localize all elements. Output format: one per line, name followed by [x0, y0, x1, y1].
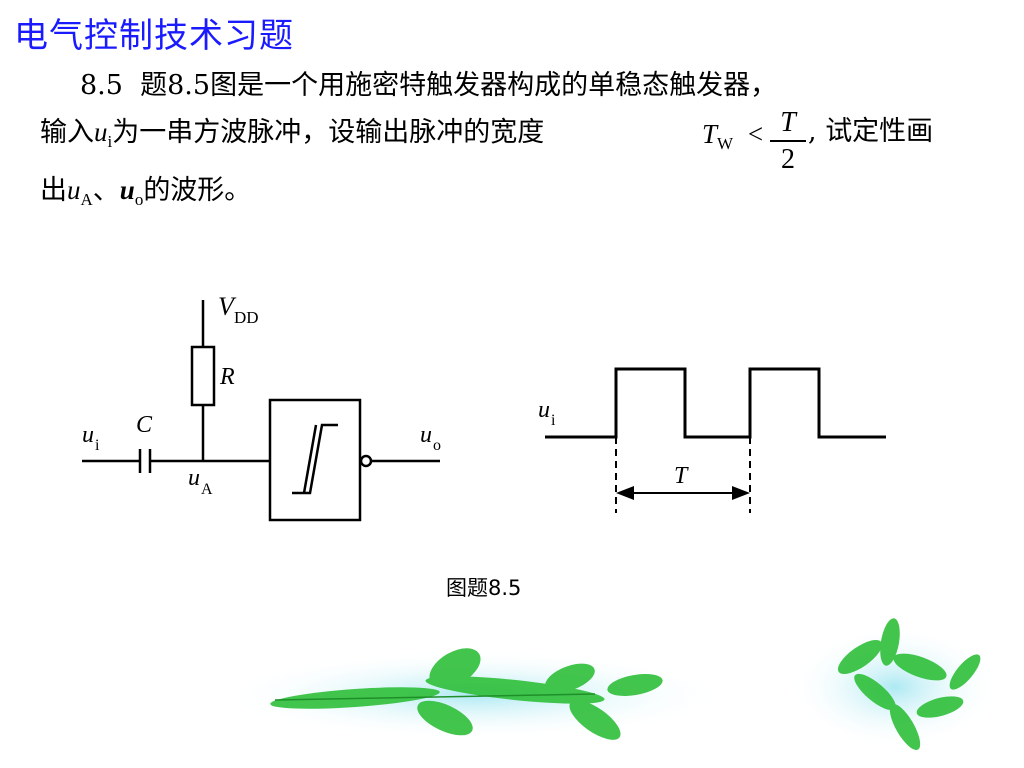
resistor-label: R: [219, 364, 235, 390]
period-label: T: [674, 463, 689, 489]
node-label: u: [188, 465, 200, 491]
resistor: [190, 345, 216, 407]
var-u-o: uo: [119, 175, 144, 209]
decorative-leaves-right: [790, 618, 1000, 750]
problem-line-2: 输入ui为一串方波脉冲，设输出脉冲的宽度: [40, 117, 545, 151]
problem-number: 8.5: [80, 70, 123, 101]
problem-text-1: 题8.5图是一个用施密特触发器构成的单稳态触发器，: [140, 70, 778, 101]
svg-text:DD: DD: [234, 308, 259, 327]
problem-line-2-end: , 试定性画: [808, 116, 934, 147]
fraction-t-over-2: T 2: [770, 106, 806, 178]
inverter-bubble: [359, 454, 373, 468]
capacitor-label: C: [136, 412, 153, 438]
waveform-label: u: [538, 397, 550, 423]
tw-expression: TW <: [702, 119, 764, 153]
arrow-head-right: [732, 486, 750, 500]
svg-text:i: i: [95, 437, 100, 454]
svg-text:V: V: [218, 292, 237, 321]
svg-text:o: o: [433, 437, 441, 454]
var-u-A: uA: [67, 175, 93, 209]
problem-line-1: 8.5 题8.5图是一个用施密特触发器构成的单稳态触发器，: [80, 58, 777, 114]
circuit-diagram: V DD R C u i u A u o: [82, 292, 441, 522]
square-wave: [545, 367, 886, 439]
hysteresis-symbol: [292, 423, 338, 495]
input-waveform: u i T: [538, 367, 886, 513]
output-label: u: [420, 422, 432, 448]
problem-line-3: 出uA、uo的波形。: [40, 175, 252, 209]
arrow-head-left: [616, 486, 634, 500]
svg-text:i: i: [551, 412, 556, 429]
decorative-leaves-left: [220, 648, 730, 740]
svg-text:A: A: [201, 481, 213, 498]
input-label: u: [82, 422, 94, 448]
var-u-i: ui: [94, 117, 113, 151]
slide-title: 电气控制技术习题: [14, 16, 294, 56]
figure-caption: 图题8.5: [446, 576, 522, 600]
